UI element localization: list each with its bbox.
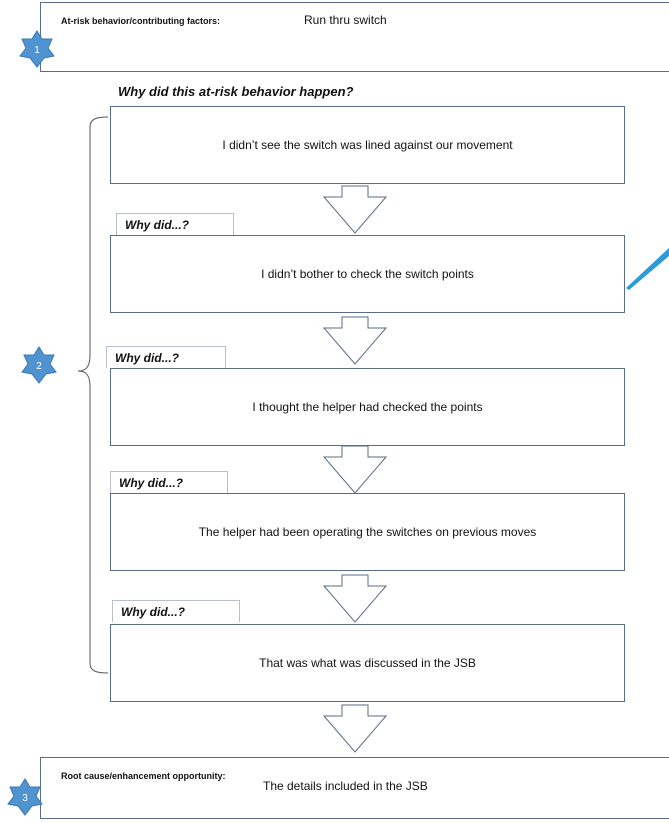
root-cause-box: Root cause/enhancement opportunity: The … — [40, 757, 669, 819]
step-2-number: 2 — [36, 361, 42, 372]
why-box-2: I didn’t bother to check the switch poin… — [110, 235, 625, 313]
why-box-5: That was what was discussed in the JSB — [110, 624, 625, 702]
why-bracket — [77, 116, 109, 674]
why-text-2: I didn’t bother to check the switch poin… — [261, 267, 474, 281]
why-text-5: That was what was discussed in the JSB — [259, 656, 476, 670]
down-arrow-icon — [322, 574, 388, 623]
why-tab-5: Why did...? — [112, 600, 240, 622]
down-arrow-icon — [322, 445, 388, 494]
why-header: Why did this at-risk behavior happen? — [118, 84, 354, 99]
down-arrow-icon — [322, 704, 388, 753]
callout-pointer-icon — [626, 248, 669, 290]
why-tab-4: Why did...? — [110, 471, 228, 493]
down-arrow-icon — [322, 185, 388, 234]
why-box-1: I didn’t see the switch was lined agains… — [110, 106, 625, 184]
why-box-4: The helper had been operating the switch… — [110, 493, 625, 571]
root-cause-label: Root cause/enhancement opportunity: — [61, 771, 226, 781]
at-risk-behavior-box: At-risk behavior/contributing factors: R… — [40, 2, 669, 72]
why-text-1: I didn’t see the switch was lined agains… — [222, 138, 513, 152]
step-1-badge: 1 — [19, 30, 55, 68]
root-cause-value: The details included in the JSB — [263, 779, 428, 793]
why-text-4: The helper had been operating the switch… — [198, 525, 537, 539]
at-risk-behavior-value: Run thru switch — [304, 13, 387, 27]
at-risk-behavior-label: At-risk behavior/contributing factors: — [61, 16, 221, 26]
step-1-number: 1 — [34, 45, 40, 56]
step-3-number: 3 — [22, 793, 28, 804]
down-arrow-icon — [322, 316, 388, 365]
step-2-badge: 2 — [21, 346, 57, 384]
why-box-3: I thought the helper had checked the poi… — [110, 368, 625, 446]
why-tab-2: Why did...? — [116, 213, 234, 235]
why-text-3: I thought the helper had checked the poi… — [252, 400, 483, 414]
step-3-badge: 3 — [7, 778, 43, 816]
why-tab-3: Why did...? — [106, 346, 226, 368]
